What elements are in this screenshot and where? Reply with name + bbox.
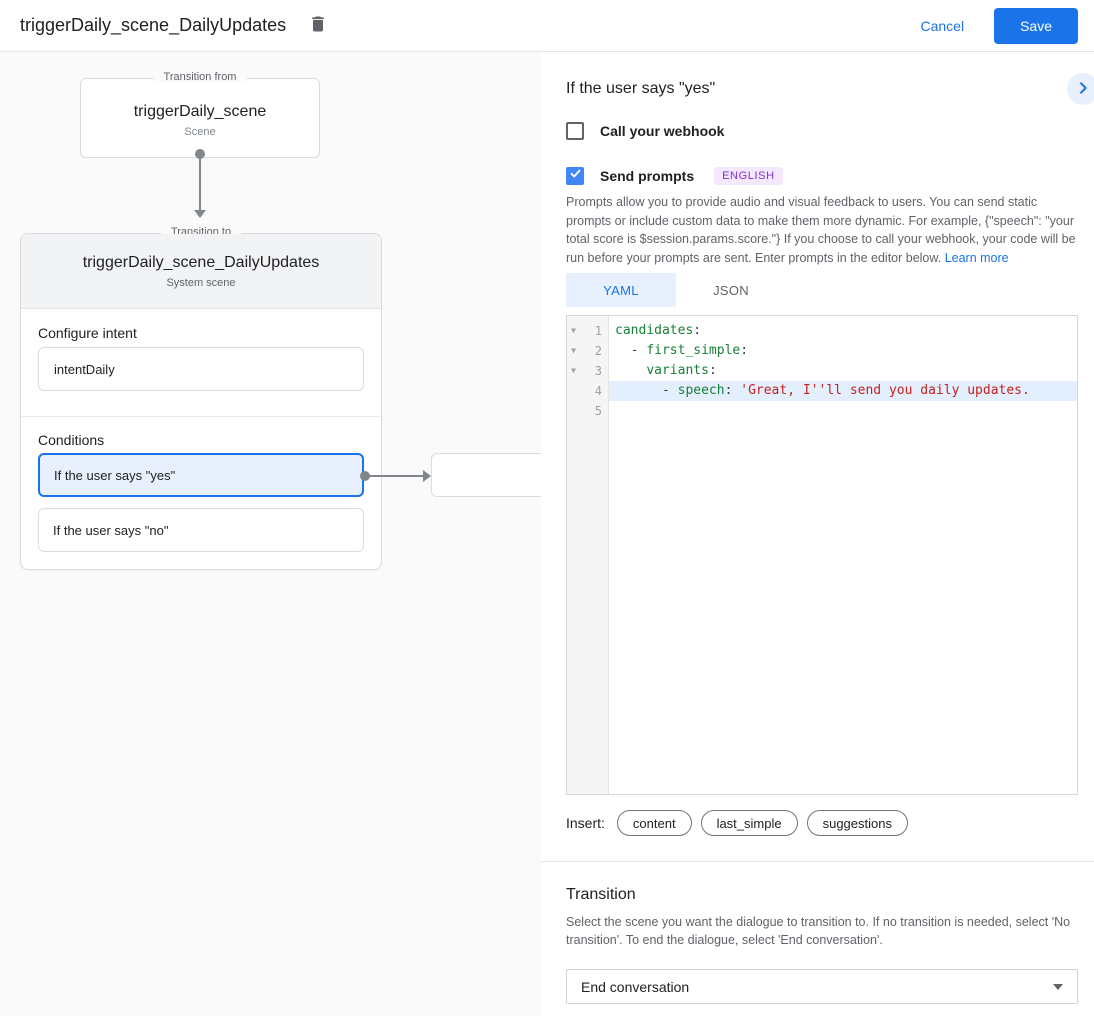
code-line-2: - first_simple: xyxy=(615,343,749,358)
line-number: 1 xyxy=(594,324,602,338)
code-line-4-highlighted: - speech: 'Great, I''ll send you daily u… xyxy=(609,381,1077,401)
editor-code-area[interactable]: candidates: - first_simple: variants: - … xyxy=(609,316,1077,794)
configure-intent-label: Configure intent xyxy=(38,325,137,341)
fold-arrow-icon[interactable]: ▼ xyxy=(571,326,576,335)
transition-selected-value: End conversation xyxy=(581,978,690,995)
scene-card-title: triggerDaily_scene_DailyUpdates xyxy=(82,254,320,271)
fold-arrow-icon[interactable]: ▼ xyxy=(571,346,576,355)
transition-section-heading: Transition xyxy=(566,886,636,903)
editor-format-tabs: YAML JSON xyxy=(566,273,786,307)
connector-arrow-down xyxy=(194,210,206,218)
card-divider xyxy=(21,416,381,417)
connector-dot-right xyxy=(360,471,370,481)
transition-description: Select the scene you want the dialogue t… xyxy=(566,915,1071,948)
connector-arrow-right xyxy=(423,470,431,482)
panel-divider xyxy=(541,861,1094,862)
fold-arrow-icon[interactable]: ▼ xyxy=(571,366,576,375)
conditions-label: Conditions xyxy=(38,432,105,448)
from-scene-title: triggerDaily_scene xyxy=(133,103,267,120)
main-area: Transition from triggerDaily_scene Scene… xyxy=(0,52,1094,1016)
tab-yaml[interactable]: YAML xyxy=(566,273,676,307)
connector-vertical-line xyxy=(199,156,201,210)
connector-horizontal-line xyxy=(369,475,424,477)
code-line-1: candidates: xyxy=(615,323,702,338)
insert-last-simple-chip[interactable]: last_simple xyxy=(700,810,798,836)
code-line-3: variants: xyxy=(646,363,717,378)
insert-suggestions-chip[interactable]: suggestions xyxy=(806,810,908,836)
delete-scene-button[interactable] xyxy=(304,10,332,41)
line-number: 3 xyxy=(594,364,602,378)
scene-card-subtitle: System scene xyxy=(166,277,236,289)
dropdown-caret-icon xyxy=(1053,983,1063,990)
connector-dot-top xyxy=(195,149,205,159)
transition-select[interactable]: End conversation xyxy=(566,969,1078,1004)
line-number: 5 xyxy=(594,404,602,418)
condition-heading: If the user says "yes" xyxy=(566,80,716,97)
chevron-right-icon xyxy=(1075,80,1091,99)
scene-flow-canvas: Transition from triggerDaily_scene Scene… xyxy=(0,52,541,1016)
transition-to-card: Transition to triggerDaily_scene_DailyUp… xyxy=(20,226,382,570)
yaml-code-editor[interactable]: ▼ 1 ▼ 2 ▼ 3 4 5 candidates: - first_simple:… xyxy=(566,315,1078,795)
language-badge: ENGLISH xyxy=(714,167,783,185)
from-scene-subtitle: Scene xyxy=(184,126,216,138)
insert-label: Insert: xyxy=(566,815,605,831)
call-webhook-checkbox[interactable] xyxy=(566,122,584,140)
send-prompts-checkbox[interactable] xyxy=(566,167,584,185)
condition-item-yes[interactable]: If the user says "yes" xyxy=(38,453,364,497)
send-prompts-label: Send prompts xyxy=(600,168,695,184)
line-number: 4 xyxy=(594,384,602,398)
next-transition-box[interactable] xyxy=(431,453,541,497)
code-line-5 xyxy=(609,401,1077,421)
cancel-button[interactable]: Cancel xyxy=(920,17,965,34)
prompts-description: Prompts allow you to provide audio and v… xyxy=(566,193,1076,267)
top-bar: triggerDaily_scene_DailyUpdates Cancel S… xyxy=(0,0,1094,52)
tab-json[interactable]: JSON xyxy=(676,273,786,307)
scene-card-header: triggerDaily_scene_DailyUpdates System s… xyxy=(21,234,381,309)
line-number: 2 xyxy=(594,344,602,358)
call-webhook-label: Call your webhook xyxy=(600,123,725,139)
prompts-description-text: Prompts allow you to provide audio and v… xyxy=(566,195,1076,265)
insert-toolbar: Insert: content last_simple suggestions xyxy=(566,810,908,836)
condition-detail-panel: If the user says "yes" Call your webhook… xyxy=(541,52,1094,1016)
collapse-panel-button[interactable] xyxy=(1067,73,1094,105)
transition-from-legend: Transition from xyxy=(153,71,247,83)
learn-more-link[interactable]: Learn more xyxy=(944,250,1009,265)
page-title: triggerDaily_scene_DailyUpdates xyxy=(20,15,287,35)
transition-from-box[interactable]: Transition from triggerDaily_scene Scene xyxy=(80,71,320,158)
condition-item-no[interactable]: If the user says "no" xyxy=(38,508,364,552)
checkmark-icon xyxy=(569,167,582,185)
editor-gutter: ▼ 1 ▼ 2 ▼ 3 4 5 xyxy=(567,316,609,794)
save-button[interactable]: Save xyxy=(994,7,1078,44)
insert-content-chip[interactable]: content xyxy=(616,810,692,836)
intent-item[interactable]: intentDaily xyxy=(38,347,364,391)
trash-icon xyxy=(308,14,328,37)
